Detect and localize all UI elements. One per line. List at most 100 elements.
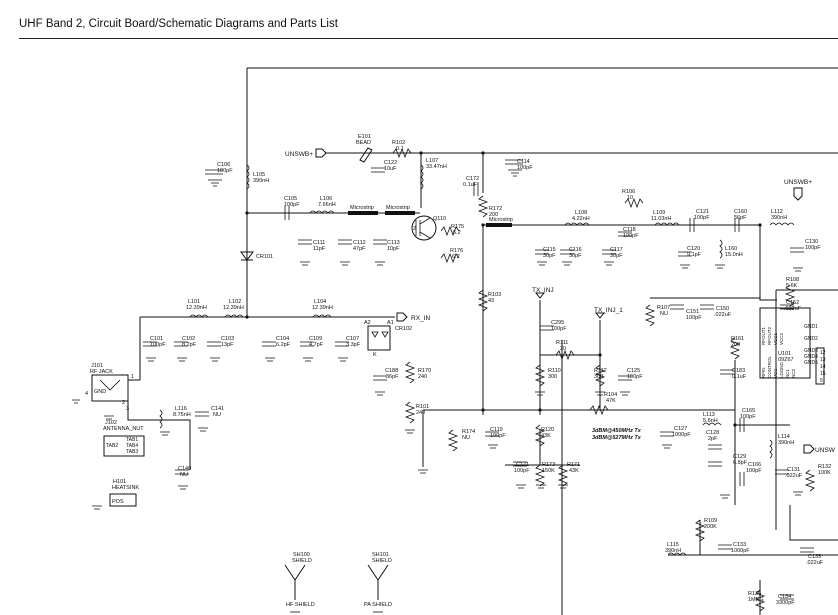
r102-ref: R102 xyxy=(392,140,405,146)
u101-val: 09Z67 xyxy=(778,357,794,363)
l104-val: 12.39nH xyxy=(312,305,333,311)
u101-num14: 14 xyxy=(820,364,826,370)
l109-val: 11.03nH xyxy=(651,216,671,222)
c183-ref: C183 xyxy=(732,368,745,374)
r104-ref: R104 xyxy=(604,392,617,398)
c106-ref: C106 xyxy=(217,162,230,168)
c150-ref: C150 xyxy=(716,306,729,312)
l115-ref: L115 xyxy=(667,542,679,548)
j101-pin3: 3 xyxy=(126,406,129,412)
c105-ref: C105 xyxy=(284,196,297,202)
power-note-1: 3dBM@450MHz Tx xyxy=(592,428,642,434)
j101-pin4: 4 xyxy=(85,391,88,397)
r172-val: 200 xyxy=(489,212,498,218)
e101-ref: E101 xyxy=(358,134,371,140)
c152-val: .022uF xyxy=(784,306,802,312)
l115-val: 390nH xyxy=(665,548,681,554)
c171-ref: C171 xyxy=(516,462,529,468)
l105-val: 390nH xyxy=(253,178,269,184)
sh101-val: SHIELD xyxy=(372,558,392,564)
c101-val: 100pF xyxy=(150,342,166,348)
u101-rotated-pins: RFOUT1 RFOUT2 VCC1 RFIN CONTROL VCC LDGN… xyxy=(761,327,796,378)
j101-pin1: 1 xyxy=(131,374,134,380)
c151-ref: C151 xyxy=(686,309,699,315)
microstrip-3: Microstrip xyxy=(489,217,513,223)
c172-ref: C172 xyxy=(466,176,479,182)
l107-val: 33.47nH xyxy=(426,164,447,170)
u101-gnd5: GND5 xyxy=(804,360,818,366)
c106-val: 100pF xyxy=(217,168,233,174)
u101-gnd1: GND1 xyxy=(804,324,818,330)
r176-ref: R176 xyxy=(450,248,463,254)
u101-control: CONTROL xyxy=(767,356,772,378)
cr101-ref: CR101 xyxy=(256,254,273,260)
u101-ref: U101 xyxy=(778,351,791,357)
r170-ref: R170 xyxy=(418,368,431,374)
c116-ref: C116 xyxy=(569,247,582,253)
r161-ref: R161 xyxy=(731,336,744,342)
c119-ref: C119 xyxy=(490,427,503,433)
u101-ldgnd: LDGND xyxy=(779,361,784,378)
microstrip-2: Microstrip xyxy=(386,205,410,211)
pos-label: POS xyxy=(112,499,124,505)
c109-val: 4.7pF xyxy=(309,342,324,348)
r132-ref: R132 xyxy=(818,464,831,470)
c113-ref: C113 xyxy=(387,240,400,246)
net-rx-in: RX_IN xyxy=(411,315,430,322)
net-tx-inj: TX_INJ xyxy=(532,287,554,294)
page-header: UHF Band 2, Circuit Board/Schematic Diag… xyxy=(0,0,838,40)
gnd-label: GND xyxy=(94,389,106,395)
c183-val: 0.1uF xyxy=(732,374,747,380)
c133-val: 1000pF xyxy=(731,548,750,554)
c113-val: 10pF xyxy=(387,246,400,252)
c134-ref: C134 xyxy=(778,594,791,600)
r111-ref: R111 xyxy=(556,340,568,346)
l108-val: 4.22nH xyxy=(572,216,590,222)
r111-val: 20 xyxy=(560,346,566,352)
e101-val: BEAD xyxy=(356,140,371,146)
c129-ref: C129 xyxy=(733,454,746,460)
a1-label: A1 xyxy=(387,320,394,326)
microstrip-symbols xyxy=(348,211,512,227)
c135-val: .022uF xyxy=(806,560,824,566)
c140-val: NU xyxy=(180,472,188,478)
schematic-wires xyxy=(127,67,838,615)
r104-val: 47K xyxy=(606,398,616,404)
r102-val: 0.1 xyxy=(396,146,404,152)
microstrip-1: Microstrip xyxy=(350,205,374,211)
c114-val: 100pF xyxy=(517,165,533,171)
c114-ref: C114 xyxy=(517,159,530,165)
u101-num5: 5 xyxy=(820,378,823,384)
c107-val: 3.3pF xyxy=(346,342,361,348)
r172-ref: R172 xyxy=(489,206,502,212)
u101-gnd3: GND3 xyxy=(804,348,818,354)
u101-rfin: RFIN xyxy=(761,368,766,379)
net-unswb-lower: UNSW xyxy=(815,447,836,454)
r109-val: 200K xyxy=(704,524,717,530)
r107-ref: R107 xyxy=(657,305,670,311)
inductor-symbols xyxy=(159,164,795,556)
r106-ref: R106 xyxy=(622,189,635,195)
c120-ref: C120 xyxy=(687,246,700,252)
c166-val: 100pF xyxy=(746,468,762,474)
misc-labels: UNSWB+ UNSWB+ UNSW RX_IN TX_INJ TX_INJ_1… xyxy=(85,151,836,505)
jack-symbols xyxy=(91,374,145,507)
c131-val: .022uF xyxy=(785,473,803,479)
c116-val: 30pF xyxy=(569,253,582,259)
l106-val: 7.66nH xyxy=(318,202,336,208)
c166-ref: C166 xyxy=(748,462,761,468)
l114-val: 390nH xyxy=(778,440,794,446)
r108-ref: R108 xyxy=(786,277,799,283)
c117-val: 30pF xyxy=(610,253,623,259)
c105-val: 100pF xyxy=(284,202,300,208)
net-tx-inj-1: TX_INJ_1 xyxy=(594,307,623,314)
r136-ref: R136 xyxy=(748,591,761,597)
l113-val: 5.6nH xyxy=(703,418,718,424)
sh100-val: SHIELD xyxy=(292,558,312,564)
c121-val: 100pF xyxy=(694,215,710,221)
r175-ref: R175 xyxy=(451,224,464,230)
c112-val: 47pF xyxy=(353,246,366,252)
c120-val: 9.1pF xyxy=(687,252,702,258)
c109-ref: C109 xyxy=(309,336,322,342)
